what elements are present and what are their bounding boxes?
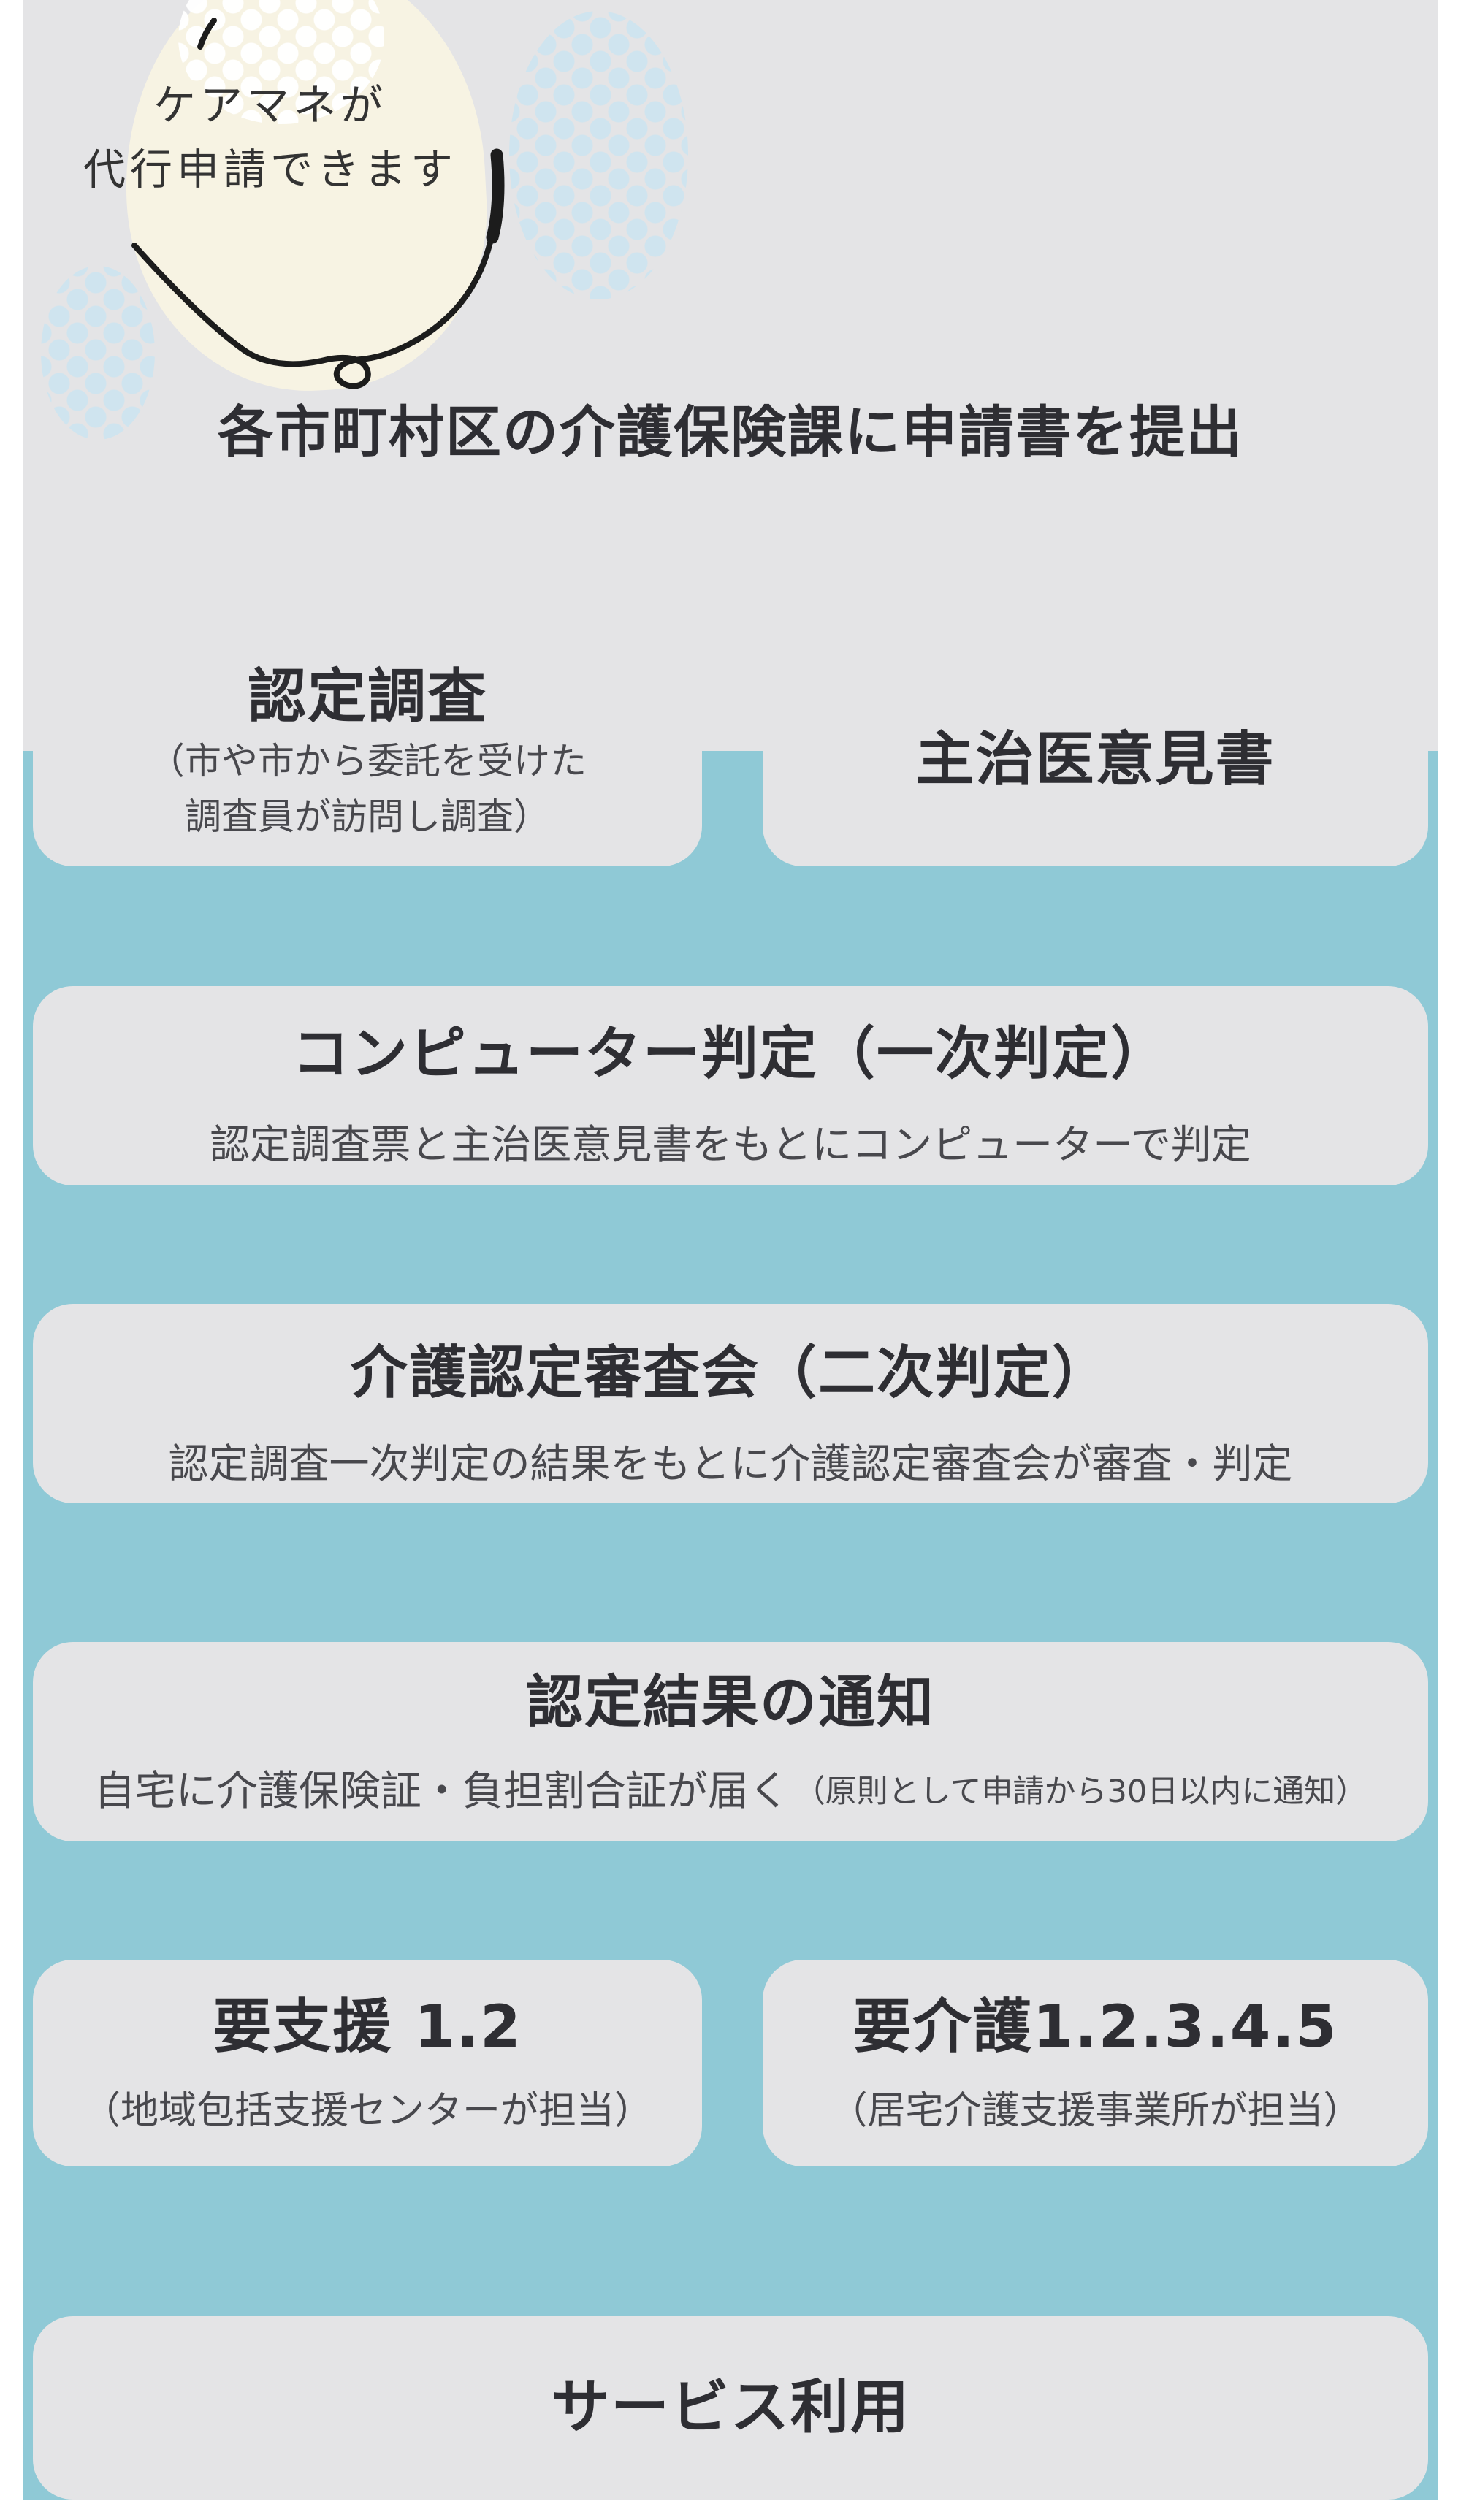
balloon-caption-line2: 代行申請できます [83,145,457,194]
balloon-caption-line1: ケアマネが [153,80,387,130]
step-title: 要支援 1.2 [213,1993,522,2061]
step-box-result-notification: 認定結果の通知 自宅に介護保険証・負担割合証が届く （原則として申請から30日以… [33,1642,1428,1841]
step-box-care-level: 要介護1.2.3.4.5 （居宅介護支援事業所が担当） [763,1960,1428,2166]
step-note: （居宅介護支援事業所が担当） [829,2089,1362,2133]
step-note: 認定調査票と主治医意見書をもとにコンピューターで判定 [210,1121,1251,1168]
step-note: 認定調査一次判定の結果をもとに介護認定審査会が審査・判定 [168,1440,1293,1487]
step-title: コンピューター判定（一次判定） [291,1021,1169,1087]
step-note-row: 自宅に介護保険証・負担割合証が届く （原則として申請から30日以内に通知） [33,1765,1428,1819]
step-box-review-board: 介護認定審査会（二次判定） 認定調査一次判定の結果をもとに介護認定審査会が審査・… [33,1304,1428,1503]
step-title: 要介護1.2.3.4.5 [852,1993,1338,2061]
step-box-certification-survey: 認定調査 （市や市から委託を受けた 調査員が訪問し調査） [33,657,702,866]
step-note: 自宅に介護保険証・負担割合証が届く [94,1768,790,1815]
content-area: ケアマネが 代行申請できます 各市町村区の介護保険課に申請書を提出 認定調査 （… [23,0,1438,2500]
step-title: 介護認定審査会（二次判定） [350,1340,1110,1406]
dotted-circle-blue-top [509,11,688,299]
balloon-caption: ケアマネが 代行申請できます [51,73,489,202]
page-title: 各市町村区の介護保険課に申請書を提出 [218,400,1243,465]
step-title: 主治医意見書 [915,725,1275,793]
step-title: 認定結果の通知 [525,1670,935,1736]
step-note: （地域包括支援センターが担当） [82,2089,652,2133]
step-box-computer-judgement: コンピューター判定（一次判定） 認定調査票と主治医意見書をもとにコンピューターで… [33,986,1428,1185]
step-note-small: （原則として申請から30日以内に通知） [793,1773,1367,1810]
step-note-line1: （市や市から委託を受けた [148,740,587,782]
step-box-support-level: 要支援 1.2 （地域包括支援センターが担当） [33,1960,702,2166]
step-box-doctor-opinion: 主治医意見書 [763,657,1428,866]
step-box-service-use: サービス利用 [33,2316,1428,2500]
step-title: 認定調査 [248,663,487,730]
step-note-line2: 調査員が訪問し調査） [185,795,550,838]
step-title: サービス利用 [551,2373,910,2441]
